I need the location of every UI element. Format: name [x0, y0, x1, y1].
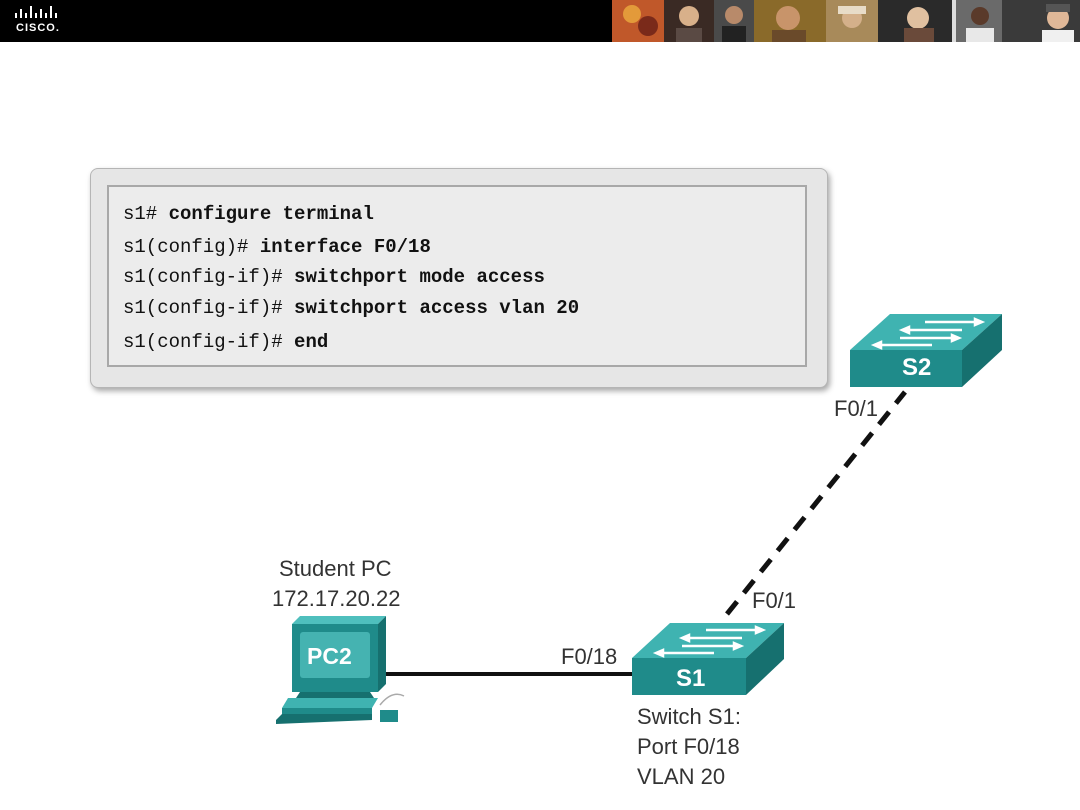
cli-command: configure terminal — [168, 203, 374, 225]
cli-prompt: s1(config)# — [123, 236, 249, 258]
cli-panel: s1# configure terminal s1(config)# inter… — [90, 168, 828, 388]
cli-line: s1(config-if)# end — [123, 331, 328, 353]
cli-prompt: s1(config-if)# — [123, 331, 283, 353]
cli-terminal: s1# configure terminal s1(config)# inter… — [107, 185, 807, 367]
cli-command: switchport mode access — [294, 266, 545, 288]
cli-prompt: s1(config-if)# — [123, 297, 283, 319]
cli-command: interface F0/18 — [259, 236, 431, 258]
cli-command: end — [294, 331, 329, 353]
switch-s2-icon — [850, 314, 1002, 387]
link-s1-s2-trunk — [725, 390, 907, 616]
pc-icon — [276, 616, 405, 724]
port-label-s1-f0-1: F0/1 — [752, 588, 797, 613]
s1-caption-line: VLAN 20 — [637, 764, 726, 789]
cli-line: s1(config-if)# switchport mode access — [123, 266, 545, 288]
cli-command: switchport access vlan 20 — [294, 297, 580, 319]
cisco-logo: CISCO. — [14, 6, 62, 36]
switch-s1-icon — [632, 623, 784, 695]
cli-prompt: s1# — [123, 203, 158, 225]
cli-line: s1# configure terminal — [123, 203, 374, 225]
cli-prompt: s1(config-if)# — [123, 266, 283, 288]
people-photo-strip — [612, 0, 1080, 42]
pc-ip-label: 172.17.20.22 — [272, 586, 401, 611]
switch-s2-label: S2 — [902, 354, 932, 381]
cli-line: s1(config-if)# switchport access vlan 20 — [123, 297, 579, 319]
switch-s1-label: S1 — [676, 665, 706, 692]
s1-caption-line: Port F0/18 — [637, 734, 740, 759]
port-label-s2-f0-1: F0/1 — [834, 396, 879, 421]
pc2-label: PC2 — [307, 643, 352, 669]
port-label-f0-18: F0/18 — [561, 644, 618, 669]
cisco-bars-icon — [15, 6, 57, 18]
cli-line: s1(config)# interface F0/18 — [123, 236, 431, 258]
cisco-logo-text: CISCO. — [16, 22, 60, 34]
header-bar: CISCO. — [0, 0, 1080, 42]
s1-caption-line: Switch S1: — [637, 704, 741, 729]
pc-name-label: Student PC — [279, 556, 392, 581]
